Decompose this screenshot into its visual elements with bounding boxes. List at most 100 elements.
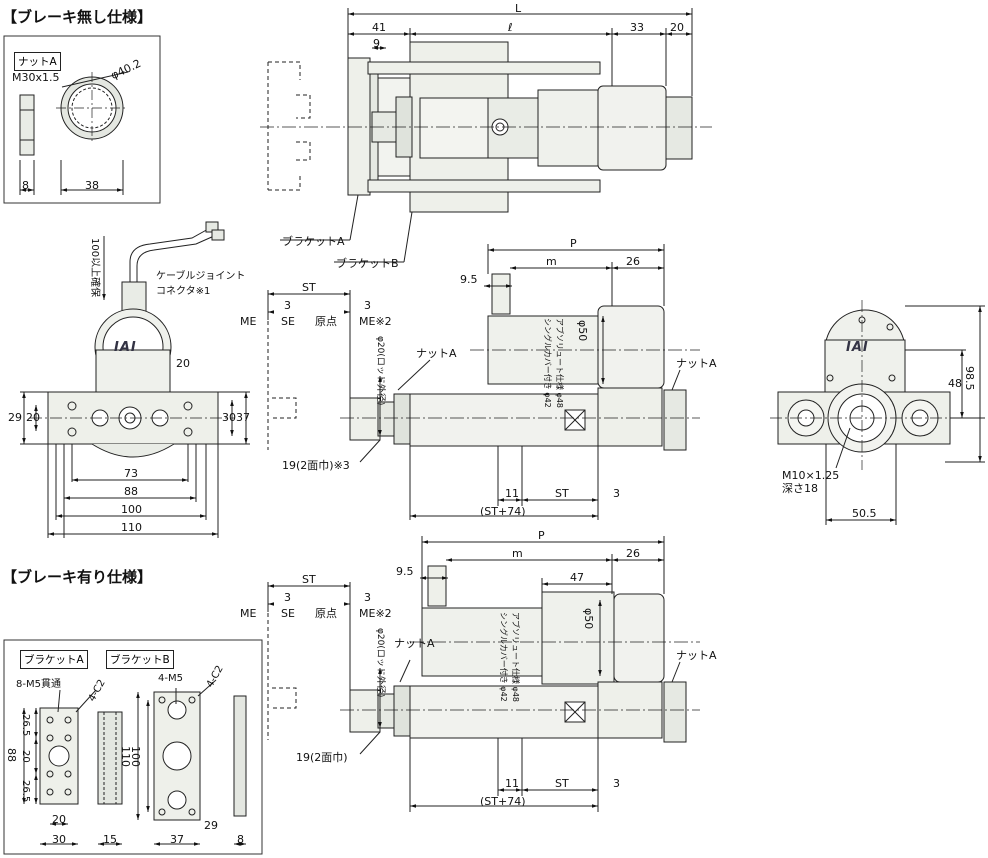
depth-label-right: 深さ18 [782,482,818,495]
left-end-view [30,221,235,458]
dim-ST-brake-b: ST [555,777,569,790]
nut-thread: M30x1.5 [12,71,60,84]
dim-110: 110 [121,521,142,534]
dim-phi50-mid: φ50 [576,320,589,342]
origin-label-mid: 原点 [315,315,337,328]
dim-8-bracket: 8 [237,833,244,846]
flats-label-mid: 19(2面巾)※3 [282,459,350,472]
dim-265b-bracket: 26.5 [20,780,31,803]
dim-l: ℓ [508,21,513,34]
right-end-view [770,300,980,470]
dim-20-top: 20 [670,21,684,34]
origin-label-brake: 原点 [315,607,337,620]
dim-88: 88 [124,485,138,498]
iai-logo-right: IAI [846,340,869,355]
dim-11-brake: 11 [505,777,519,790]
se-label-brake: SE [281,607,295,620]
dim-30-bracket: 30 [52,833,66,846]
se-label-mid: SE [281,315,295,328]
dim-48-right: 48 [948,377,962,390]
nut-a-callout-brake-right: ナットA [676,649,717,662]
dim-9: 9 [373,37,380,50]
dim-88-bracket: 88 [5,748,18,762]
me2-label-brake: ME※2 [359,607,392,620]
dim-ST74-mid: (ST+74) [480,505,526,518]
bracket-b-drawing [153,691,247,821]
dim-265a-bracket: 26.5 [20,714,31,737]
dim-20-bracket-v: 20 [20,750,31,763]
iai-logo-left: IAI [114,340,137,355]
nut-side-view [19,94,35,156]
dim-100: 100 [121,503,142,516]
dim-37: 37 [236,411,250,424]
rod-od-label-brake: φ20(ロッド外径) [375,628,385,698]
header-with-brake: 【ブレーキ有り仕様】 [2,568,153,586]
nut-dim-8: 8 [22,179,29,192]
dim-20-left-b: 20 [26,411,40,424]
dim-P-brake: P [538,529,545,542]
dim-m-brake: m [512,547,523,560]
me-label-brake: ME [240,607,257,620]
dim-ST-mid: ST [302,281,316,294]
holes-a-label: 8-M5貫通 [16,679,61,690]
dim-15-bracket: 15 [103,833,117,846]
dim-100-bracket: 100 [129,746,142,767]
bracket-a-tag: ブラケットA [20,650,88,669]
bracket-a-callout: ブラケットA [282,235,345,248]
bracket-b-tag: ブラケットB [106,650,174,669]
dim-L: L [515,2,522,15]
dim-47-brake: 47 [570,571,584,584]
thread-label-right: M10×1.25 [782,469,840,482]
top-view [260,41,712,213]
dim-phi42-brake: シングルカバー付き φ42 [499,612,508,702]
dim-985-right: 98.5 [963,366,976,391]
dim-P-mid: P [570,237,577,250]
reserve-label: 100以上確保 [89,238,100,298]
dim-95-mid: 9.5 [460,273,478,286]
dim-3c-mid: 3 [613,487,620,500]
nut-front-view [56,71,129,144]
dim-3a-brake: 3 [284,591,291,604]
side-view [267,273,700,451]
brake-side-view [267,565,700,743]
nut-a-callout-mid-right: ナットA [676,357,717,370]
dim-phi48-mid: アブソリュート仕様 φ48 [555,318,564,408]
dim-m-mid: m [546,255,557,268]
dim-20-bracket-h: 20 [52,813,66,826]
dim-505-right: 50.5 [852,507,877,520]
cable-joint-label: ケーブルジョイント [156,271,246,282]
flats-label-brake: 19(2面巾) [296,751,348,764]
header-no-brake: 【ブレーキ無し仕様】 [2,8,153,26]
bracket-a-drawing [39,707,123,805]
nut-a-callout-mid: ナットA [416,347,457,360]
dim-29: 29 [8,411,22,424]
dim-11-mid: 11 [505,487,519,500]
rod-od-label-mid: φ20(ロッド外径) [375,336,385,406]
dim-73: 73 [124,467,138,480]
dim-26-brake: 26 [626,547,640,560]
dim-ST-mid-b: ST [555,487,569,500]
nut-dim-38: 38 [85,179,99,192]
me2-label-mid: ME※2 [359,315,392,328]
dim-phi42-mid: シングルカバー付き φ42 [543,318,552,408]
dim-phi50-brake: φ50 [582,608,595,630]
dim-3a-mid: 3 [284,299,291,312]
dim-29-bracket: 29 [204,819,218,832]
nut-box-title: ナットA [14,52,61,71]
dim-3b-brake: 3 [364,591,371,604]
holes-b-label: 4-M5 [158,673,183,684]
dim-26-mid: 26 [626,255,640,268]
dim-30: 30 [222,411,236,424]
me-label-mid: ME [240,315,257,328]
dim-41: 41 [372,21,386,34]
dim-ST74-brake: (ST+74) [480,795,526,808]
dim-3c-brake: 3 [613,777,620,790]
dim-95-brake: 9.5 [396,565,414,578]
nut-a-callout-brake: ナットA [394,637,435,650]
dim-phi48-brake: アブソリュート仕様 φ48 [511,612,520,702]
dim-33: 33 [630,21,644,34]
dim-ST-brake: ST [302,573,316,586]
bracket-b-callout: ブラケットB [336,257,399,270]
connector-label: コネクタ※1 [156,286,211,297]
